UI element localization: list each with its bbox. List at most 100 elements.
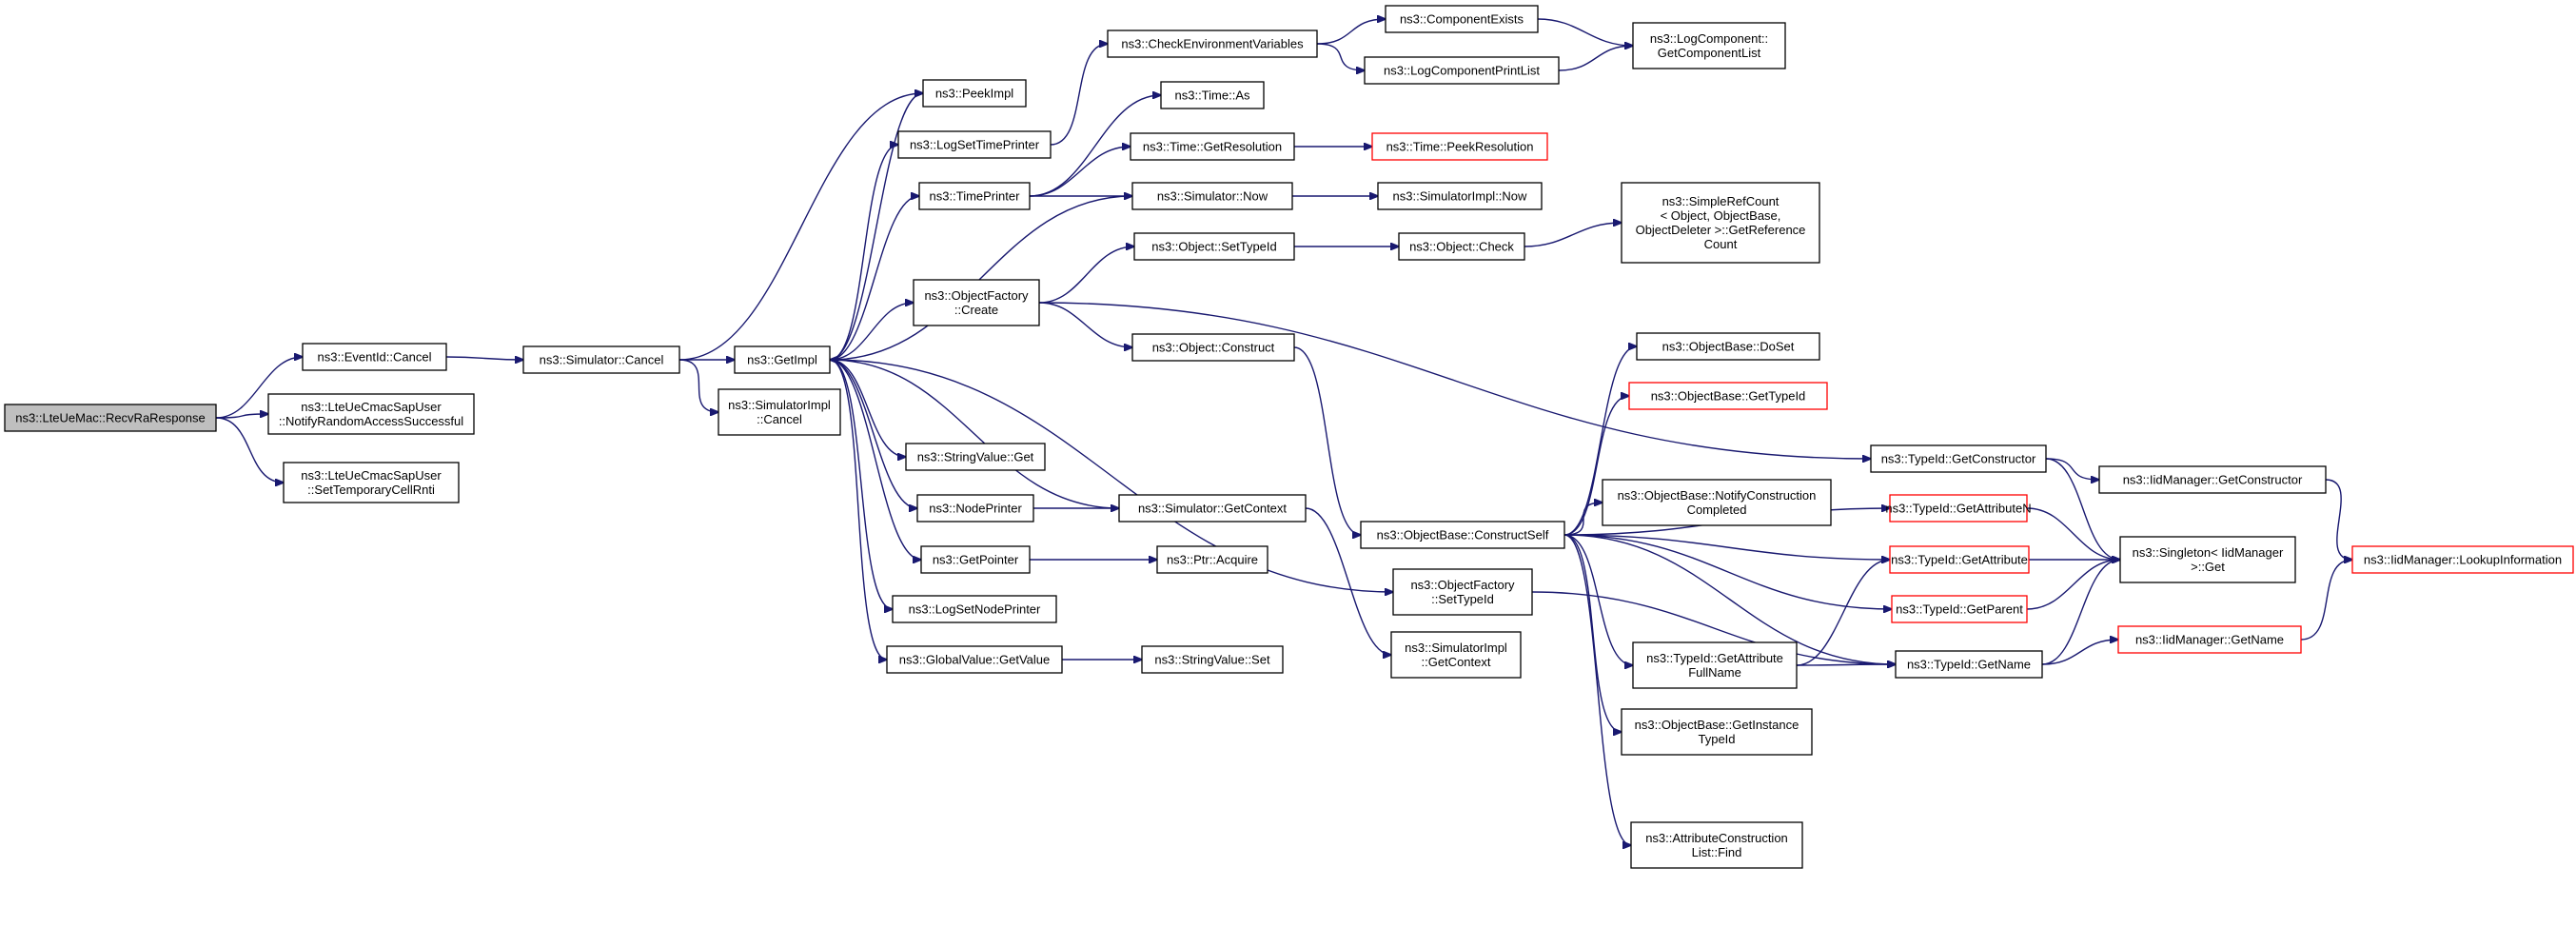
node-ptracq[interactable]: ns3::Ptr::Acquire: [1156, 545, 1268, 574]
node-recv[interactable]: ns3::LteUeMac::RecvRaResponse: [4, 404, 217, 432]
node-timegetres[interactable]: ns3::Time::GetResolution: [1130, 132, 1295, 161]
node-label: ns3::Object::Check: [1409, 240, 1514, 254]
edge-tidgetparent-to-singleton: [2026, 560, 2120, 610]
node-getpointer[interactable]: ns3::GetPointer: [920, 545, 1031, 574]
node-tidgetctor[interactable]: ns3::TypeId::GetConstructor: [1870, 444, 2047, 473]
node-label: ns3::CheckEnvironmentVariables: [1121, 37, 1304, 51]
edge-recv-to-eventcancel: [215, 357, 303, 419]
node-label: ns3::SimulatorImpl: [728, 398, 831, 412]
node-box: [897, 130, 1052, 159]
node-label: ns3::LteUeCmacSapUser: [301, 468, 442, 483]
edge-checkenv-to-logcompprint: [1316, 43, 1365, 70]
node-label: ns3::Simulator::Now: [1157, 189, 1268, 204]
node-doset[interactable]: ns3::ObjectBase::DoSet: [1636, 332, 1820, 361]
node-label: ns3::TypeId::GetAttribute: [1891, 553, 2028, 567]
node-compexists[interactable]: ns3::ComponentExists: [1385, 5, 1539, 33]
node-label: ::Cancel: [757, 412, 802, 426]
node-tidgetparent[interactable]: ns3::TypeId::GetParent: [1891, 595, 2028, 623]
node-logsetnode[interactable]: ns3::LogSetNodePrinter: [892, 595, 1057, 623]
edge-getimpl-to-gvget: [829, 359, 887, 660]
node-getimpl[interactable]: ns3::GetImpl: [734, 345, 831, 374]
node-label: ns3::Simulator::GetContext: [1138, 502, 1287, 516]
node-label: FullName: [1688, 665, 1741, 680]
node-timeprinter[interactable]: ns3::TimePrinter: [918, 182, 1031, 210]
node-box: [905, 443, 1046, 471]
node-logsettime[interactable]: ns3::LogSetTimePrinter: [897, 130, 1052, 159]
node-simgetctx[interactable]: ns3::Simulator::GetContext: [1118, 494, 1307, 523]
node-label: ns3::Object::Construct: [1152, 341, 1275, 355]
node-iidgetctor[interactable]: ns3::IidManager::GetConstructor: [2098, 465, 2327, 494]
node-strset[interactable]: ns3::StringValue::Set: [1141, 645, 1284, 674]
node-simimplnow[interactable]: ns3::SimulatorImpl::Now: [1377, 182, 1543, 210]
node-simplerefcount[interactable]: ns3::SimpleRefCount< Object, ObjectBase,…: [1621, 182, 1820, 264]
edge-objfactcreate-to-objconstruct: [1038, 302, 1132, 347]
node-tidgetname[interactable]: ns3::TypeId::GetName: [1895, 650, 2043, 679]
edge-checkenv-to-compexists: [1316, 19, 1386, 45]
edge-getimpl-to-timeprinter: [829, 196, 919, 361]
node-box: [2098, 465, 2327, 494]
node-iidgetname[interactable]: ns3::IidManager::GetName: [2117, 625, 2302, 654]
node-label: ns3::IidManager::LookupInformation: [2364, 553, 2562, 567]
edge-objconstruct-to-objbasecs: [1293, 346, 1361, 535]
node-label: ns3::Ptr::Acquire: [1167, 553, 1258, 567]
edges-layer: [215, 18, 2352, 845]
node-gvget[interactable]: ns3::GlobalValue::GetValue: [886, 645, 1063, 674]
edge-objfactset-to-tidgetname: [1531, 591, 1896, 664]
node-checkenv[interactable]: ns3::CheckEnvironmentVariables: [1107, 30, 1318, 58]
node-strget[interactable]: ns3::StringValue::Get: [905, 443, 1046, 471]
node-getinsttype[interactable]: ns3::ObjectBase::GetTypeId: [1628, 382, 1828, 410]
node-peekimpl[interactable]: ns3::PeekImpl: [922, 79, 1027, 108]
node-box: [267, 393, 475, 435]
node-box: [918, 182, 1031, 210]
node-simcancel[interactable]: ns3::Simulator::Cancel: [522, 345, 680, 374]
node-timeas[interactable]: ns3::Time::As: [1160, 81, 1265, 109]
node-box: [1133, 232, 1295, 261]
node-box: [1602, 479, 1832, 526]
node-box: [1889, 545, 2030, 574]
node-box: [1160, 81, 1265, 109]
edge-eventcancel-to-simcancel: [445, 357, 523, 360]
edge-objbasecs-to-getattrfull: [1563, 534, 1633, 665]
node-timepeekres[interactable]: ns3::Time::PeekResolution: [1371, 132, 1548, 161]
node-objfactcreate[interactable]: ns3::ObjectFactory::Create: [913, 279, 1040, 326]
node-box: [1621, 708, 1813, 756]
node-logcompget[interactable]: ns3::LogComponent::GetComponentList: [1632, 22, 1786, 69]
node-box: [1632, 22, 1786, 69]
edge-getimpl-to-nodeprinter: [829, 359, 917, 508]
node-simimplcancel[interactable]: ns3::SimulatorImpl::Cancel: [718, 388, 841, 436]
node-objcheck[interactable]: ns3::Object::Check: [1398, 232, 1525, 261]
node-notifyconst[interactable]: ns3::ObjectBase::NotifyConstructionCompl…: [1602, 479, 1832, 526]
node-box: [1891, 595, 2028, 623]
node-singleton[interactable]: ns3::Singleton< IidManager>::Get: [2119, 536, 2296, 583]
node-box: [302, 343, 447, 371]
node-nodeprinter[interactable]: ns3::NodePrinter: [916, 494, 1034, 523]
node-logcompprint[interactable]: ns3::LogComponentPrintList: [1364, 56, 1560, 85]
node-label: ns3::GetImpl: [747, 353, 817, 367]
node-label: ns3::Singleton< IidManager: [2133, 545, 2284, 560]
node-objconstruct[interactable]: ns3::Object::Construct: [1131, 333, 1295, 362]
edge-getimpl-to-logsetnode: [829, 359, 893, 609]
node-eventcancel[interactable]: ns3::EventId::Cancel: [302, 343, 447, 371]
node-box: [1377, 182, 1543, 210]
edge-getimpl-to-logsettime: [829, 145, 898, 361]
node-settemp[interactable]: ns3::LteUeCmacSapUser::SetTemporaryCellR…: [283, 462, 460, 503]
node-box: [1889, 494, 2028, 523]
node-label: ns3::SimpleRefCount: [1662, 194, 1780, 208]
node-box: [892, 595, 1057, 623]
node-tidgetattr[interactable]: ns3::TypeId::GetAttribute: [1889, 545, 2030, 574]
node-iidlookup[interactable]: ns3::IidManager::LookupInformation: [2351, 545, 2574, 574]
node-simnow[interactable]: ns3::Simulator::Now: [1131, 182, 1293, 210]
node-label: ns3::TypeId::GetName: [1907, 658, 2031, 672]
node-objbasecs[interactable]: ns3::ObjectBase::ConstructSelf: [1360, 521, 1565, 549]
node-objfactset[interactable]: ns3::ObjectFactory::SetTypeId: [1392, 568, 1533, 616]
node-simimplctx[interactable]: ns3::SimulatorImpl::GetContext: [1390, 631, 1522, 679]
node-objsettype[interactable]: ns3::Object::SetTypeId: [1133, 232, 1295, 261]
node-notify[interactable]: ns3::LteUeCmacSapUser::NotifyRandomAcces…: [267, 393, 475, 435]
node-label: ns3::LteUeCmacSapUser: [301, 400, 442, 414]
node-label: ObjectDeleter >::GetReference: [1636, 223, 1806, 237]
node-tidgetattrn[interactable]: ns3::TypeId::GetAttributeN: [1885, 494, 2032, 523]
edge-compexists-to-logcompget: [1537, 18, 1633, 46]
